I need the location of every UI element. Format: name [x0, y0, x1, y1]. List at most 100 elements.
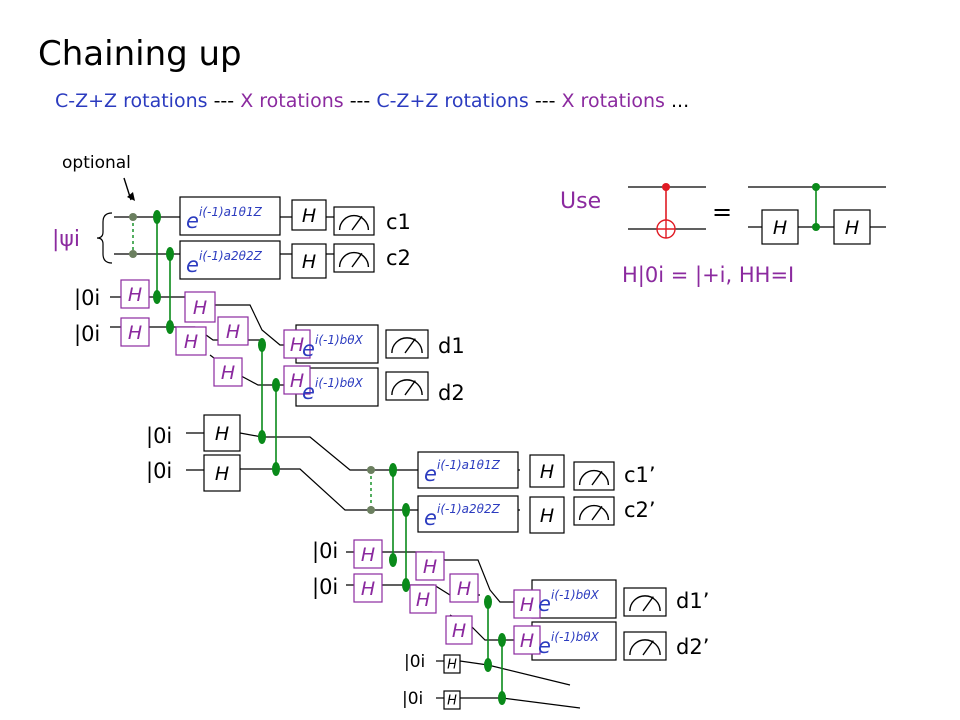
h-pp8-label: H	[520, 630, 534, 652]
h-p3	[184, 291, 216, 323]
ctrl-g2b	[166, 320, 174, 334]
rot-x2-base: e	[302, 380, 315, 404]
h-p4-label: H	[184, 331, 198, 353]
h-pp2	[353, 573, 383, 603]
identity-equals: =	[712, 198, 732, 226]
subtitle-part1: C-Z+Z rotations	[55, 90, 208, 112]
label-c1: c1	[386, 210, 411, 234]
label-d1p: d1’	[676, 589, 709, 613]
label-d1: d1	[438, 334, 465, 358]
meter-c2	[333, 243, 375, 273]
h-p6-label: H	[221, 362, 235, 384]
id-h2-label: H	[845, 217, 859, 239]
rot-z1p-exponent: i(-1)a1θ1Z	[437, 458, 501, 472]
meter-c2-arc	[338, 251, 370, 268]
h-b1-4	[203, 454, 241, 492]
h-p7-label: H	[290, 334, 304, 356]
ctrl-gp3a	[484, 595, 492, 609]
label-c1p: c1’	[624, 463, 656, 487]
h-pp8	[513, 625, 541, 655]
h-pp7-label: H	[520, 594, 534, 616]
label-d2: d2	[438, 381, 465, 405]
h-p6	[213, 357, 243, 387]
ket0-6: |0i	[312, 575, 338, 600]
meter-c2p-needle	[591, 505, 603, 521]
h-pp7	[513, 589, 541, 619]
h-p7	[283, 329, 311, 359]
subtitle-sep3: ---	[528, 90, 562, 112]
identity-note: H|0i = |+i, HH=I	[622, 263, 794, 288]
meter-d1-needle	[404, 338, 416, 354]
rot-z1p	[417, 451, 519, 489]
meter-d2p-arc	[629, 639, 661, 656]
meter-d2p	[623, 631, 667, 661]
ket0-8: |0i	[402, 689, 423, 709]
h-c1-label: H	[302, 205, 316, 227]
h-c2p-label: H	[540, 505, 554, 527]
h-c2p	[529, 496, 565, 534]
id-h2	[833, 209, 871, 245]
h-c1p	[529, 454, 565, 488]
ctrl-gp4b	[498, 691, 506, 705]
rot-x1p	[531, 579, 617, 619]
id-h1	[761, 209, 799, 245]
meter-d1-arc	[391, 337, 423, 354]
subtitle-sep1: ---	[207, 90, 241, 112]
ctrl-g1a	[153, 210, 161, 224]
h-pp4	[409, 584, 437, 614]
gate-boxes	[120, 196, 871, 710]
rot-x1p-base: e	[538, 592, 551, 616]
ctrl-dot-opt1	[129, 213, 137, 221]
meter-d1p-needle	[642, 596, 654, 612]
ket0-4: |0i	[146, 459, 172, 484]
rot-z2-base: e	[186, 253, 199, 277]
h-b2-7-label: H	[447, 658, 457, 673]
meter-d1p-arc	[629, 595, 661, 612]
rot-x1-base: e	[302, 337, 315, 361]
h-p1	[120, 279, 150, 309]
meter-d1	[385, 329, 429, 359]
meter-d2	[385, 371, 429, 401]
h-pp6	[445, 615, 473, 645]
label-c2p: c2’	[624, 498, 656, 522]
h-p5-label: H	[226, 321, 240, 343]
h-c2	[291, 243, 327, 279]
wire-x2	[240, 468, 378, 511]
identity-use: Use	[560, 189, 601, 214]
meter-c1p	[573, 461, 615, 491]
meter-d2-needle	[404, 380, 416, 396]
meter-c1-needle	[351, 215, 363, 231]
h-c1p-label: H	[540, 461, 554, 483]
h-c2-label: H	[302, 251, 316, 273]
rot-z2p	[417, 495, 519, 533]
control-lines	[129, 183, 820, 705]
h-pp2-label: H	[361, 578, 375, 600]
h-pp1	[353, 539, 383, 569]
meter-d1p	[623, 587, 667, 617]
h-pp5-label: H	[457, 578, 471, 600]
h-p3-label: H	[193, 297, 207, 319]
meter-c2-needle	[351, 252, 363, 268]
rot-z2p-base: e	[424, 506, 437, 530]
meter-c2p	[573, 496, 615, 526]
ket0-2: |0i	[74, 322, 100, 347]
id-ctrl-red-dot	[662, 183, 670, 191]
rot-z1	[179, 196, 281, 236]
rot-z2	[179, 240, 281, 280]
subtitle-part4: X rotations	[561, 90, 665, 112]
h-b1-3	[203, 414, 241, 452]
h-b2-8	[443, 690, 461, 710]
meter-c1p-needle	[591, 470, 603, 486]
rot-x2p-exponent: i(-1)bθX	[551, 630, 600, 644]
id-green-top	[812, 183, 820, 191]
ctrl-gp1a	[389, 463, 397, 477]
h-p2-label: H	[128, 322, 142, 344]
ctrl-g1b	[153, 290, 161, 304]
h-pp5	[449, 573, 479, 603]
meter-c1p-arc	[578, 469, 610, 486]
psi-ket: |ψi	[52, 227, 80, 252]
meter-d2p-needle	[642, 640, 654, 656]
